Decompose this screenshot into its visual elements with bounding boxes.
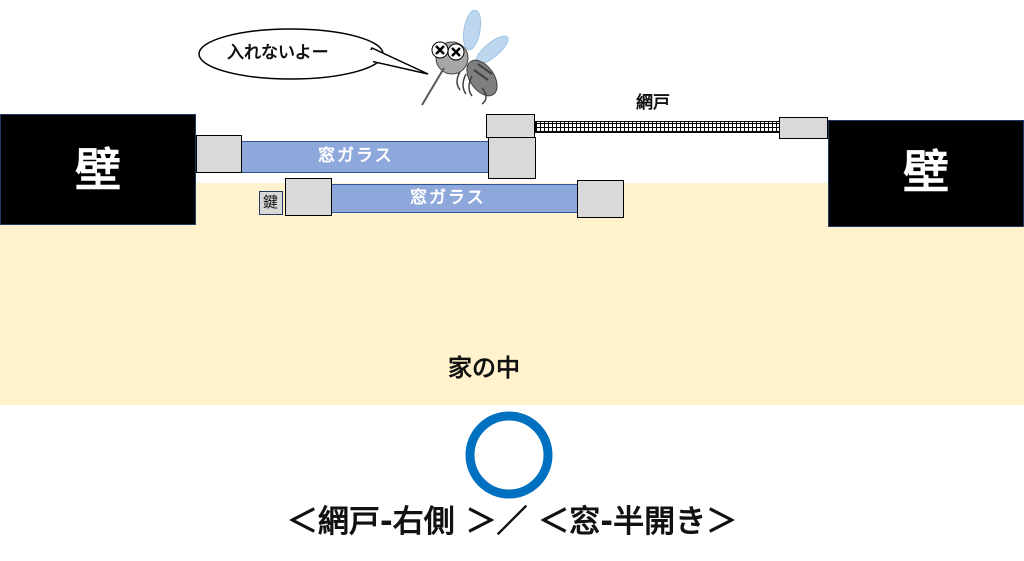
outer-glass-pane (241, 141, 489, 173)
outer-glass-frame-left (196, 135, 242, 173)
left-wall-label: 壁 (75, 143, 121, 197)
lock-box: 鍵 (259, 191, 283, 215)
inner-glass-frame-right (577, 180, 624, 218)
outer-glass-label: 窓ガラス (318, 146, 394, 166)
screen-frame-right (779, 117, 828, 139)
inner-glass-pane (330, 184, 578, 213)
mosquito-icon (421, 10, 509, 106)
screen-mesh (535, 121, 780, 133)
lock-label: 鍵 (263, 193, 279, 211)
configuration-caption: ＜網戸-右側 ＞／ ＜窓-半開き＞ (286, 504, 738, 540)
right-wall-label: 壁 (903, 145, 949, 199)
speech-bubble (198, 28, 429, 80)
inner-glass-frame-left (285, 178, 332, 216)
house-interior-left (0, 225, 196, 405)
outer-glass-frame-right (488, 137, 536, 179)
house-inside-label: 家の中 (448, 354, 520, 382)
right-wall: 壁 (828, 120, 1024, 227)
screen-label: 網戸 (636, 93, 670, 113)
screen-frame-left (486, 114, 535, 138)
mosquito-speech-text: 入れないよー (227, 43, 329, 63)
circle-ok-icon (465, 411, 553, 499)
left-wall: 壁 (0, 114, 196, 225)
inner-glass-label: 窓ガラス (410, 188, 486, 208)
